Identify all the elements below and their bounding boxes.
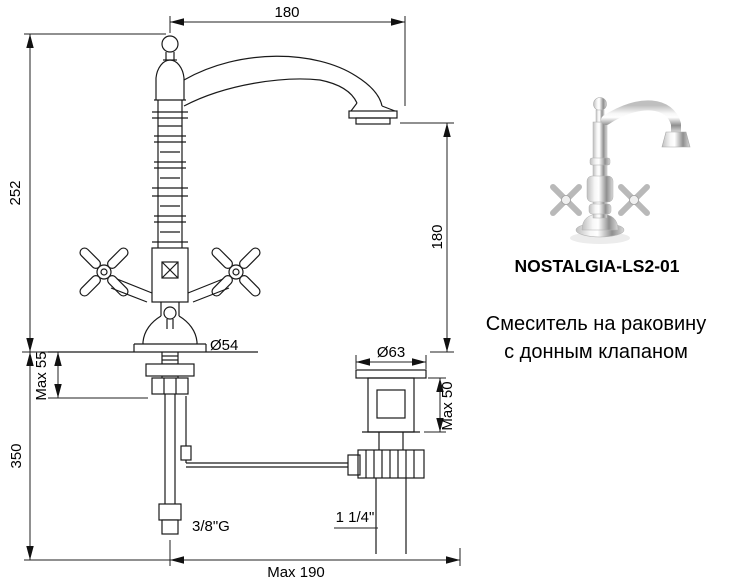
right-cross-handle <box>211 247 261 297</box>
dim-overall-height-label: 252 <box>7 180 24 205</box>
dim-base-diameter-label: Ø54 <box>210 337 238 354</box>
product-name: NOSTALGIA-LS2-01 <box>515 256 680 276</box>
drain-assembly <box>355 369 427 554</box>
dim-mount-thickness-label: Max 55 <box>33 351 50 400</box>
drain-thread-label: 1 1/4" <box>336 509 375 526</box>
photo-right-handle <box>618 184 650 216</box>
dim-spout-height-label: 180 <box>429 224 446 249</box>
dim-drain-thickness-label: Max 50 <box>439 381 456 430</box>
supply-thread-label: 3/8"G <box>192 518 230 535</box>
technical-drawing: 180 252 180 Ø54 Max 55 350 3/8"G Max 190… <box>7 4 461 581</box>
dim-bottom-reach-label: Max 190 <box>267 564 325 581</box>
dim-drain-diameter-label: Ø63 <box>377 344 405 361</box>
dimension-lines <box>22 16 461 566</box>
product-photo <box>550 97 691 244</box>
dimension-labels: 180 252 180 Ø54 Max 55 350 3/8"G Max 190… <box>7 4 456 581</box>
left-cross-handle <box>79 247 129 297</box>
photo-left-handle <box>550 184 582 216</box>
product-description-line2: с донным клапаном <box>504 341 688 363</box>
product-description-line1: Смеситель на раковину <box>486 313 706 335</box>
faucet-front-view <box>48 35 398 535</box>
dim-spout-reach-label: 180 <box>274 4 299 21</box>
dim-depth-label: 350 <box>8 443 25 468</box>
